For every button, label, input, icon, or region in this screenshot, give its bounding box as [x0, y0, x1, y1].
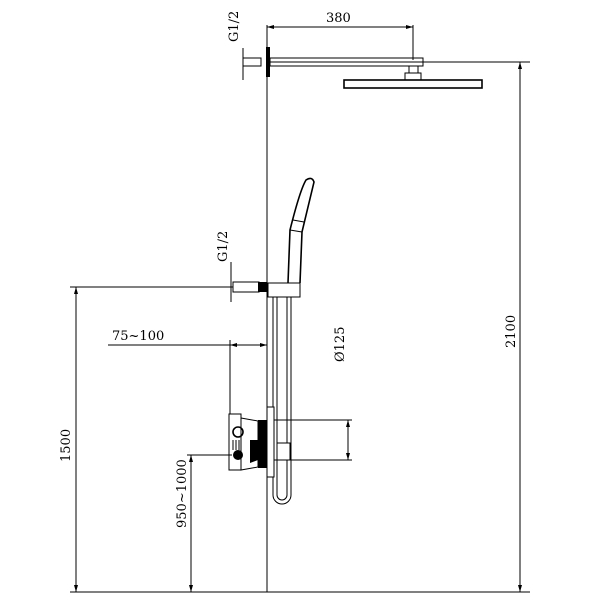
thermostatic-valve	[228, 406, 275, 478]
overhead-arm	[242, 47, 424, 81]
valve-height-label: 950~1000	[175, 459, 190, 528]
outlet-height-label: 1500	[59, 429, 74, 462]
side-inlet-label: G1/2	[216, 231, 231, 262]
arm-length-label: 380	[326, 11, 351, 26]
hand-shower	[287, 177, 315, 284]
head-height-label: 2100	[504, 315, 519, 348]
top-inlet-label: G1/2	[227, 11, 242, 42]
valve-diameter-label: Ø125	[333, 327, 348, 362]
wall-outlet	[232, 281, 260, 293]
rain-shower-head	[343, 79, 483, 89]
valve-depth-label: 75~100	[112, 329, 164, 344]
